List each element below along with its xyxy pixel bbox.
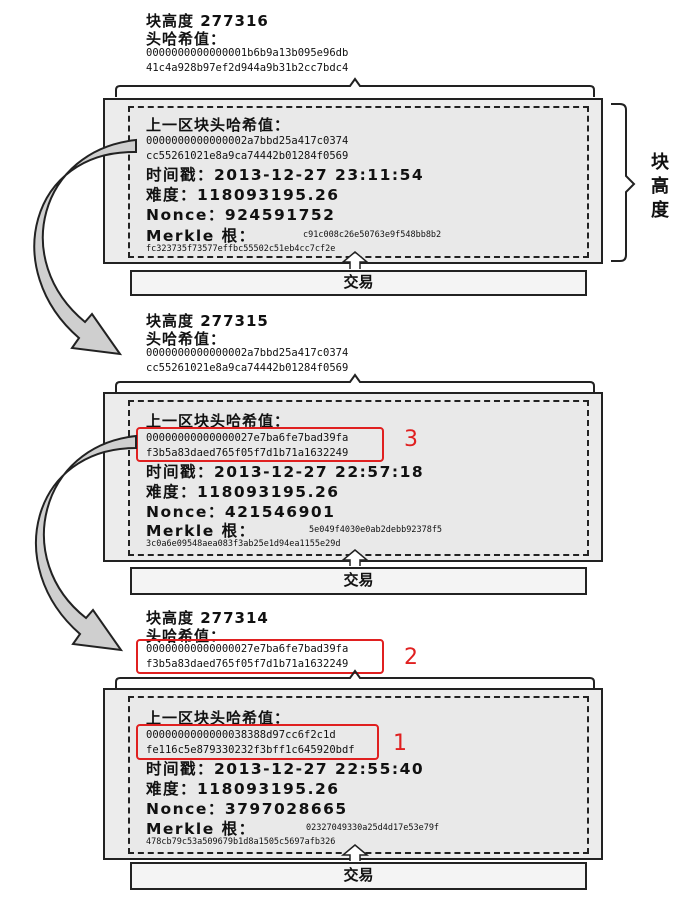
merkle-label: Merkle 根： (146, 227, 256, 245)
merkle-line1: c91c008c26e50763e9f548bb8b2 (303, 230, 442, 240)
top-brace-3 (115, 669, 595, 688)
highlight-header-hash-277314 (136, 639, 384, 674)
merkle-line2: 478cb79c53a509679b1d8a1505c5697afb326 (146, 837, 336, 847)
block-height-title: 块高度 277316 (146, 12, 269, 30)
merkle-line1: 02327049330a25d4d17e53e79f (306, 823, 440, 833)
up-arrow-2 (340, 549, 370, 566)
curved-arrow-1 (33, 138, 137, 356)
transactions-box: 交易 (130, 270, 587, 296)
transactions-box: 交易 (130, 862, 587, 890)
difficulty: 难度：118093195.26 (146, 186, 340, 204)
prev-hash-line2: fe116c5e879330232f3bff1c645920bdf (146, 744, 355, 756)
merkle-line2: 3c0a6e09548aea083f3ab25e1d94ea1155e29d (146, 539, 341, 549)
block-height-side-label: 块 高 度 (651, 152, 669, 221)
header-hash-line2: cc55261021e8a9ca74442b01284f0569 (146, 362, 349, 374)
highlight-prev-hash-277314 (136, 724, 379, 760)
marker-1: 1 (393, 731, 407, 756)
prev-hash-line2: f3b5a83daed765f05f7d1b71a1632249 (146, 447, 349, 459)
merkle-label: Merkle 根： (146, 820, 256, 838)
curved-arrow-2 (35, 434, 137, 652)
prev-hash-line1: 0000000000000038388d97cc6f2c1d (146, 729, 336, 741)
header-hash-line1: 0000000000000001b6b9a13b095e96db (146, 47, 349, 59)
up-arrow-3 (340, 844, 370, 861)
merkle-line1: 5e049f4030e0ab2debb92378f5 (309, 525, 443, 535)
merkle-label: Merkle 根： (146, 522, 256, 540)
prev-hash-line1: 0000000000000002a7bbd25a417c0374 (146, 135, 349, 147)
timestamp: 时间戳：2013-12-27 22:55:40 (146, 760, 425, 778)
nonce: Nonce：924591752 (146, 206, 336, 224)
block-header-dashed (128, 696, 589, 854)
top-brace-1 (115, 77, 595, 97)
header-hash-line2: 41c4a928b97ef2d944a9b31b2cc7bdc4 (146, 62, 349, 74)
marker-3: 3 (404, 427, 418, 452)
header-hash-line1: 00000000000000027e7ba6fe7bad39fa (146, 643, 349, 655)
prev-hash-label: 上一区块头哈希值： (146, 116, 291, 134)
transactions-box: 交易 (130, 567, 587, 595)
up-arrow-1 (340, 251, 370, 269)
prev-hash-line1: 00000000000000027e7ba6fe7bad39fa (146, 432, 349, 444)
side-brace (611, 103, 636, 262)
prev-hash-label: 上一区块头哈希值： (146, 709, 291, 727)
header-hash-label: 头哈希值： (146, 330, 227, 348)
prev-hash-line2: cc55261021e8a9ca74442b01284f0569 (146, 150, 349, 162)
top-brace-2 (115, 373, 595, 392)
block-header-dashed (128, 106, 589, 258)
difficulty: 难度：118093195.26 (146, 483, 340, 501)
difficulty: 难度：118093195.26 (146, 780, 340, 798)
block-height-title: 块高度 277314 (146, 609, 269, 627)
timestamp: 时间戳：2013-12-27 23:11:54 (146, 166, 425, 184)
block-height-title: 块高度 277315 (146, 312, 269, 330)
nonce: Nonce：421546901 (146, 503, 336, 521)
header-hash-line2: f3b5a83daed765f05f7d1b71a1632249 (146, 658, 349, 670)
header-hash-line1: 0000000000000002a7bbd25a417c0374 (146, 347, 349, 359)
timestamp: 时间戳：2013-12-27 22:57:18 (146, 463, 425, 481)
nonce: Nonce：3797028665 (146, 800, 348, 818)
marker-2: 2 (404, 645, 418, 670)
prev-hash-label: 上一区块头哈希值： (146, 412, 291, 430)
header-hash-label: 头哈希值： (146, 30, 227, 48)
merkle-line2: fc323735f73577effbc55502c51eb4cc7cf2e (146, 244, 336, 254)
